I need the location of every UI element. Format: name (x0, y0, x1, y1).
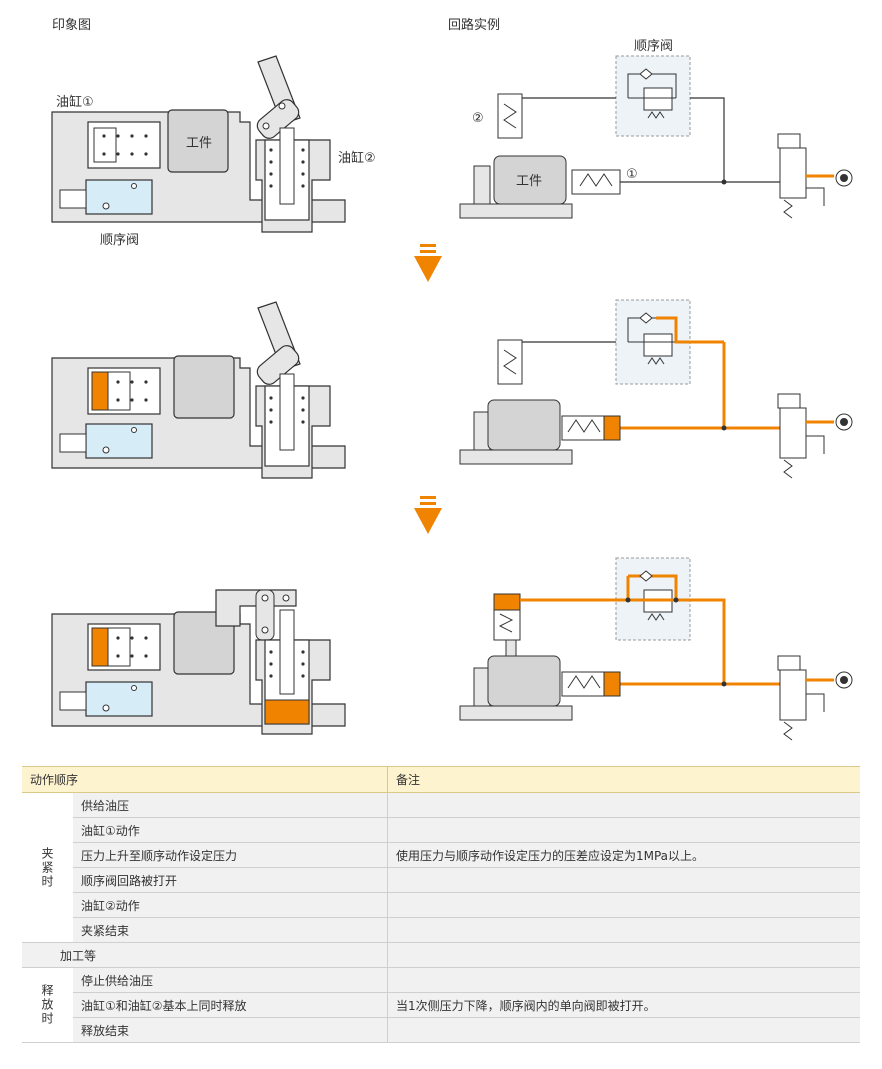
step-cell: 油缸①和油缸②基本上同时释放 (73, 992, 388, 1018)
note-cell (387, 792, 860, 818)
step-cell: 夹紧结束 (73, 917, 388, 943)
step-cell: 油缸①动作 (73, 817, 388, 843)
table-row: 顺序阀回路被打开 (22, 867, 860, 893)
circuit-stage-1: 顺序阀 ② 工件 ① (459, 39, 853, 219)
step-cell: 油缸②动作 (73, 892, 388, 918)
circuit-mark2: ② (472, 111, 484, 126)
step-cell: 供给油压 (73, 792, 388, 818)
circuit-stage-2 (459, 299, 853, 479)
note-cell (387, 892, 860, 918)
down-arrow-icon-2 (414, 496, 442, 534)
note-cell (387, 917, 860, 943)
impression-header: 印象图 (52, 18, 92, 33)
sequence-valve-label: 顺序阀 (100, 233, 139, 248)
diagram-canvas: 工件 油缸① 油缸② 顺序阀 顺序阀 ② (51, 39, 853, 741)
note-cell: 使用压力与顺序动作设定压力的压差应设定为1MPa以上。 (387, 842, 860, 868)
impression-stage-1: 工件 油缸① 油缸② 顺序阀 (51, 55, 376, 248)
note-cell (387, 817, 860, 843)
action-sequence-table: 动作顺序 备注 夹紧时 供给油压 油缸①动作 压力上升至顺序动作设定压力 使用压… (22, 766, 860, 1043)
col-note-header: 备注 (387, 766, 860, 793)
circuit-header: 回路实例 (448, 18, 501, 33)
table-row: 释放时 停止供给油压 (22, 967, 860, 1043)
clamp-group-label: 夹紧时 (22, 792, 73, 943)
table-row: 夹紧时 供给油压 (22, 792, 860, 943)
cylinder2-label: 油缸② (338, 150, 376, 166)
table-row: 油缸①和油缸②基本上同时释放 当1次侧压力下降，顺序阀内的单向阀即被打开。 (22, 992, 860, 1018)
step-cell: 压力上升至顺序动作设定压力 (73, 842, 388, 868)
table-row: 油缸①动作 (22, 817, 860, 843)
workpiece-label: 工件 (186, 136, 212, 151)
note-cell (387, 942, 860, 968)
step-cell: 停止供给油压 (73, 967, 388, 993)
circuit-stage-3 (459, 557, 853, 741)
table-header-row: 动作顺序 备注 (22, 766, 860, 793)
circuit-workpiece-label: 工件 (516, 174, 542, 189)
table-row: 加工等 (22, 942, 860, 968)
table-row: 油缸②动作 (22, 892, 860, 918)
note-cell (387, 867, 860, 893)
table-row: 释放结束 (22, 1017, 860, 1043)
step-cell: 顺序阀回路被打开 (73, 867, 388, 893)
step-cell: 加工等 (22, 942, 388, 968)
release-group-label: 释放时 (22, 967, 73, 1043)
step-cell: 释放结束 (73, 1017, 388, 1043)
circuit-mark1: ① (626, 167, 638, 182)
sequence-valve-circuit-label: 顺序阀 (634, 39, 673, 54)
impression-stage-2 (51, 301, 346, 479)
note-cell (387, 1017, 860, 1043)
cylinder1-label: 油缸① (56, 94, 94, 110)
col-action-header: 动作顺序 (22, 766, 388, 793)
table-row: 夹紧结束 (22, 917, 860, 943)
down-arrow-icon (414, 244, 442, 282)
note-cell (387, 967, 860, 993)
table-row: 压力上升至顺序动作设定压力 使用压力与顺序动作设定压力的压差应设定为1MPa以上… (22, 842, 860, 868)
impression-stage-3 (51, 589, 346, 735)
note-cell: 当1次侧压力下降，顺序阀内的单向阀即被打开。 (387, 992, 860, 1018)
